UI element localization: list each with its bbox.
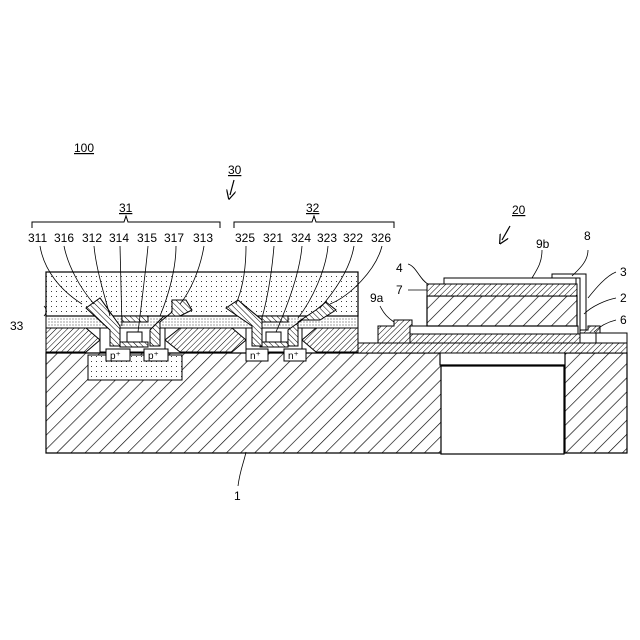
field-oxide-left [46, 328, 100, 352]
label-323: 323 [317, 231, 337, 245]
n-plus-label-2: n⁺ [288, 351, 299, 362]
element-body [427, 296, 577, 326]
label-region-30: 30 [228, 163, 242, 177]
gate-31 [127, 332, 142, 342]
label-322: 322 [343, 231, 363, 245]
bracket-31 [32, 216, 220, 228]
label-region-20: 20 [512, 203, 526, 217]
substrate-cavity [441, 366, 564, 454]
label-4: 4 [396, 261, 403, 275]
bracket-32 [234, 216, 394, 228]
layer-4 [444, 278, 576, 284]
label-region-32: 32 [306, 201, 320, 215]
layer-2-base [410, 334, 580, 343]
layer-7 [427, 284, 577, 296]
layer-2-top [410, 326, 578, 334]
label-326: 326 [371, 231, 391, 245]
label-8: 8 [584, 229, 591, 243]
n-plus-label-1: n⁺ [250, 351, 261, 362]
label-7: 7 [396, 283, 403, 297]
contact-314 [122, 316, 148, 322]
label-1: 1 [234, 489, 241, 503]
contact-324 [262, 316, 288, 322]
label-324: 324 [291, 231, 311, 245]
arrow-30 [230, 180, 234, 195]
p-plus-label-2: p⁺ [148, 351, 159, 362]
base-thin-layer [358, 343, 627, 353]
label-device-100: 100 [74, 141, 94, 155]
p-plus-label-1: p⁺ [110, 351, 121, 362]
label-6: 6 [620, 313, 627, 327]
label-314: 314 [109, 231, 129, 245]
label-321: 321 [263, 231, 283, 245]
label-9a: 9a [370, 291, 384, 305]
label-317: 317 [164, 231, 184, 245]
gate-32 [266, 332, 281, 342]
label-region-31: 31 [119, 201, 133, 215]
field-oxide-mid-b [302, 328, 358, 352]
label-3: 3 [620, 265, 627, 279]
pad-6 [596, 333, 627, 343]
substrate-right [565, 353, 627, 453]
label-2: 2 [620, 291, 627, 305]
label-316: 316 [54, 231, 74, 245]
label-33: 33 [10, 319, 24, 333]
pad-9a [378, 320, 412, 343]
arrow-20 [502, 226, 510, 240]
gate-oxide-31 [120, 342, 148, 347]
label-312: 312 [82, 231, 102, 245]
field-oxide-mid-a [165, 328, 246, 352]
label-325: 325 [235, 231, 255, 245]
label-311: 311 [28, 231, 47, 245]
label-313: 313 [193, 231, 213, 245]
label-315: 315 [137, 231, 157, 245]
gate-oxide-32 [260, 342, 288, 347]
label-9b: 9b [536, 237, 550, 251]
